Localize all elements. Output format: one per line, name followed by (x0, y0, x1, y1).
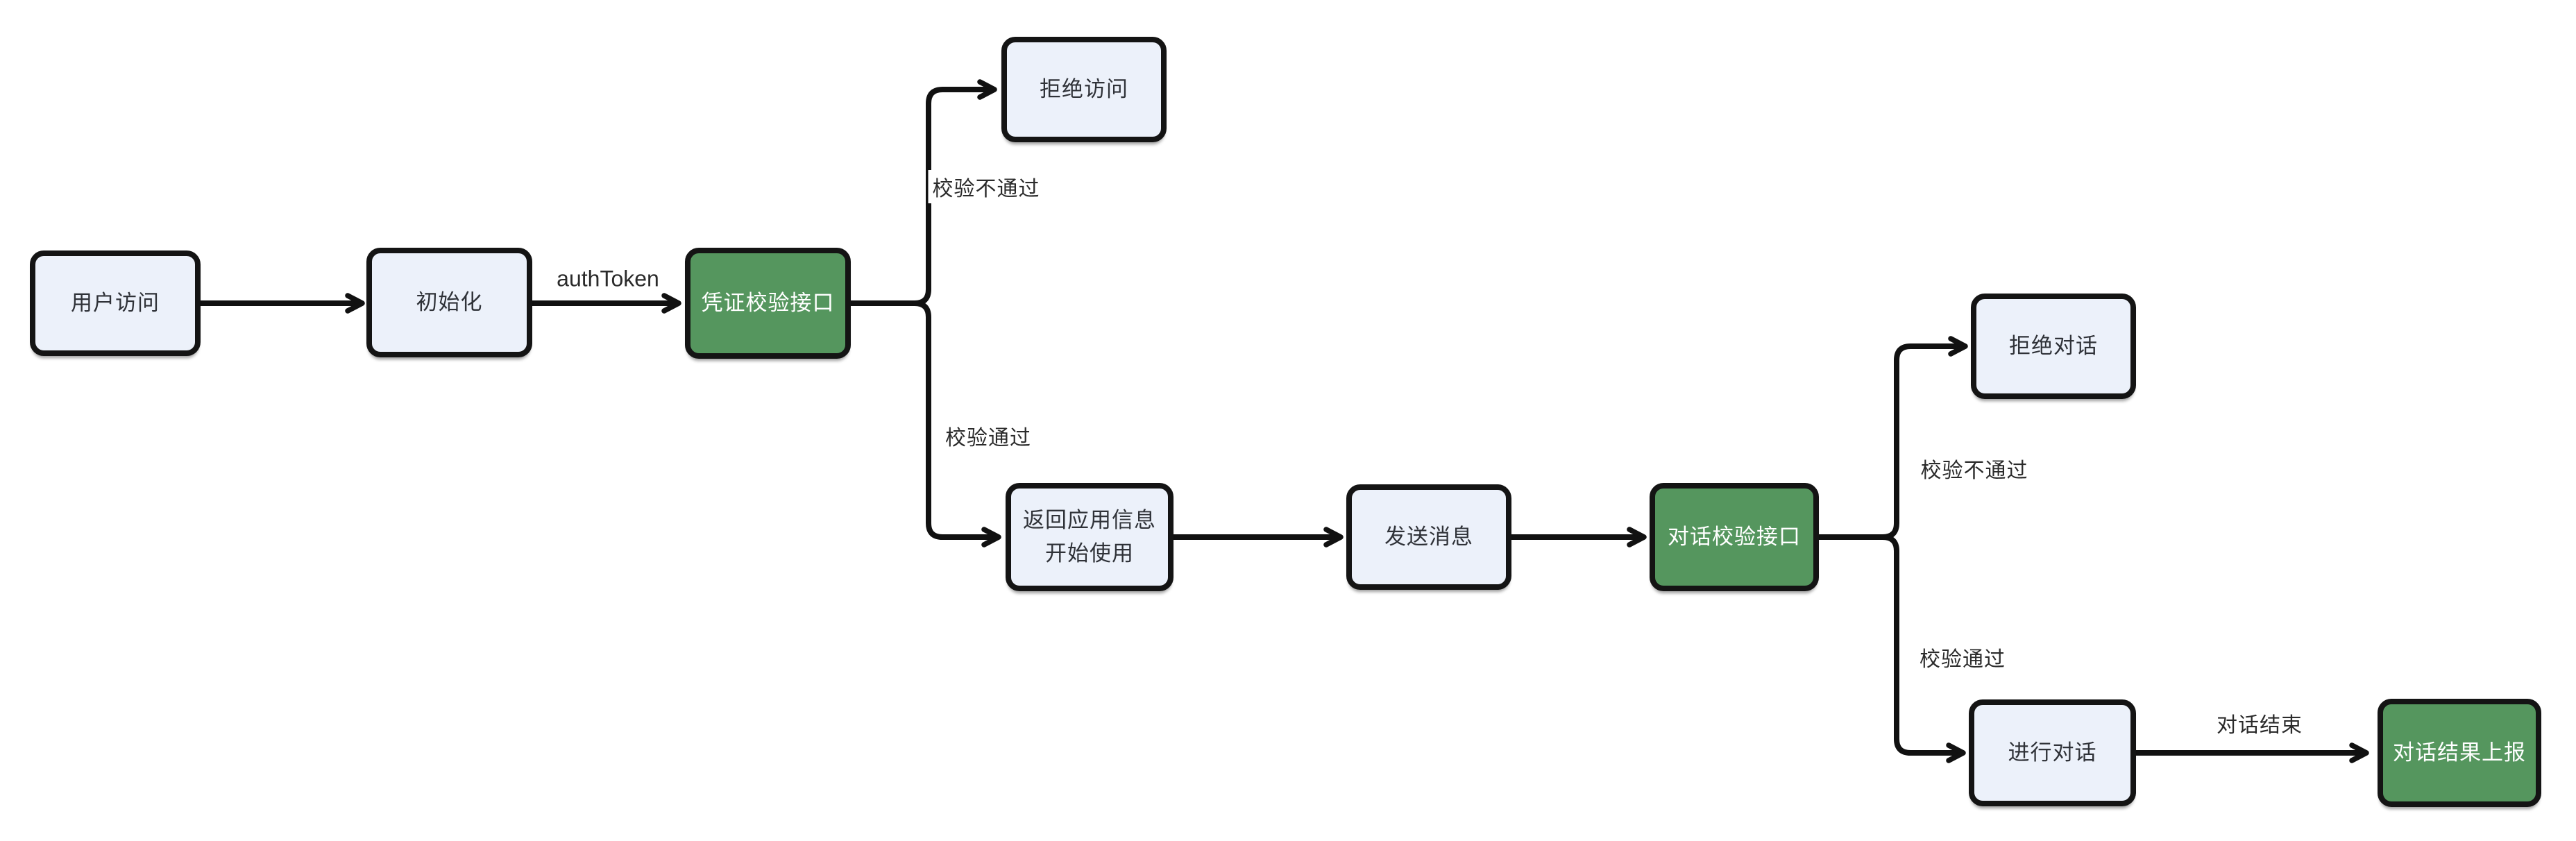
edge-label-check-fail-1: 校验不通过 (928, 170, 1044, 203)
node-send-message: 发送消息 (1346, 484, 1511, 590)
edge-label-check-pass-1: 校验通过 (941, 419, 1035, 452)
edge-dialog-check-to-do-dialog (1880, 534, 1966, 763)
edge-dialog-check-to-deny-dialog (1880, 336, 1968, 540)
node-return-app-info: 返回应用信息 开始使用 (1006, 483, 1173, 591)
node-do-dialog: 进行对话 (1969, 699, 2136, 806)
node-deny-dialog: 拒绝对话 (1971, 294, 2136, 399)
node-init: 初始化 (366, 248, 532, 357)
node-credential-check: 凭证校验接口 (685, 248, 851, 359)
node-report-result: 对话结果上报 (2378, 699, 2541, 807)
edge-label-check-pass-2: 校验通过 (1915, 640, 2010, 674)
edge-credential-check-to-return-app-info (912, 300, 1001, 547)
node-deny-access: 拒绝访问 (1001, 37, 1167, 142)
edge-label-dialog-end: 对话结束 (2212, 706, 2307, 740)
edge-label-auth-token: authToken (552, 264, 663, 294)
node-user-access: 用户访问 (30, 250, 201, 356)
edge-label-check-fail-2: 校验不通过 (1916, 452, 2033, 485)
node-dialog-check: 对话校验接口 (1650, 483, 1819, 591)
